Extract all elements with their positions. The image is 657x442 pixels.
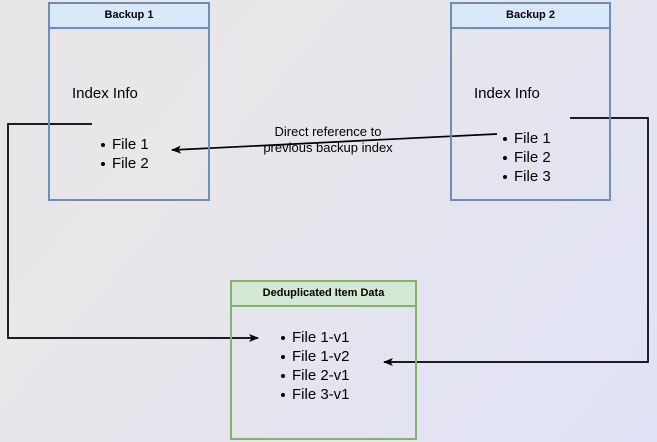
node-dedup-title: Deduplicated Item Data xyxy=(232,282,415,307)
list-item: File 1-v1 xyxy=(281,329,350,346)
node-dedup-file-list: File 1-v1 File 1-v2 File 2-v1 File 3-v1 xyxy=(278,328,350,404)
node-dedup[interactable]: Deduplicated Item Data File 1-v1 File 1-… xyxy=(230,280,417,440)
node-backup1-index-label: Index Info xyxy=(72,85,138,102)
node-backup2-index-label: Index Info xyxy=(474,85,540,102)
list-item: File 1-v2 xyxy=(281,348,350,365)
list-item: File 3 xyxy=(503,168,551,185)
list-item: File 2 xyxy=(503,149,551,166)
list-item: File 2-v1 xyxy=(281,367,350,384)
node-backup2-file-list: File 1 File 2 File 3 xyxy=(500,129,551,186)
node-backup1-title: Backup 1 xyxy=(50,4,208,29)
node-backup2[interactable]: Backup 2 Index Info File 1 File 2 File 3 xyxy=(450,2,611,201)
list-item: File 2 xyxy=(101,155,149,172)
node-backup1[interactable]: Backup 1 Index Info File 1 File 2 xyxy=(48,2,210,201)
list-item: File 3-v1 xyxy=(281,386,350,403)
list-item: File 1 xyxy=(503,130,551,147)
list-item: File 1 xyxy=(101,136,149,153)
node-backup1-file-list: File 1 File 2 xyxy=(98,135,149,173)
node-dedup-body: File 1-v1 File 1-v2 File 2-v1 File 3-v1 xyxy=(232,307,415,441)
node-backup2-body: Index Info File 1 File 2 File 3 xyxy=(452,29,609,202)
edge-label-direct-reference: Direct reference to previous backup inde… xyxy=(263,124,393,155)
node-backup2-title: Backup 2 xyxy=(452,4,609,29)
node-backup1-body: Index Info File 1 File 2 xyxy=(50,29,208,202)
